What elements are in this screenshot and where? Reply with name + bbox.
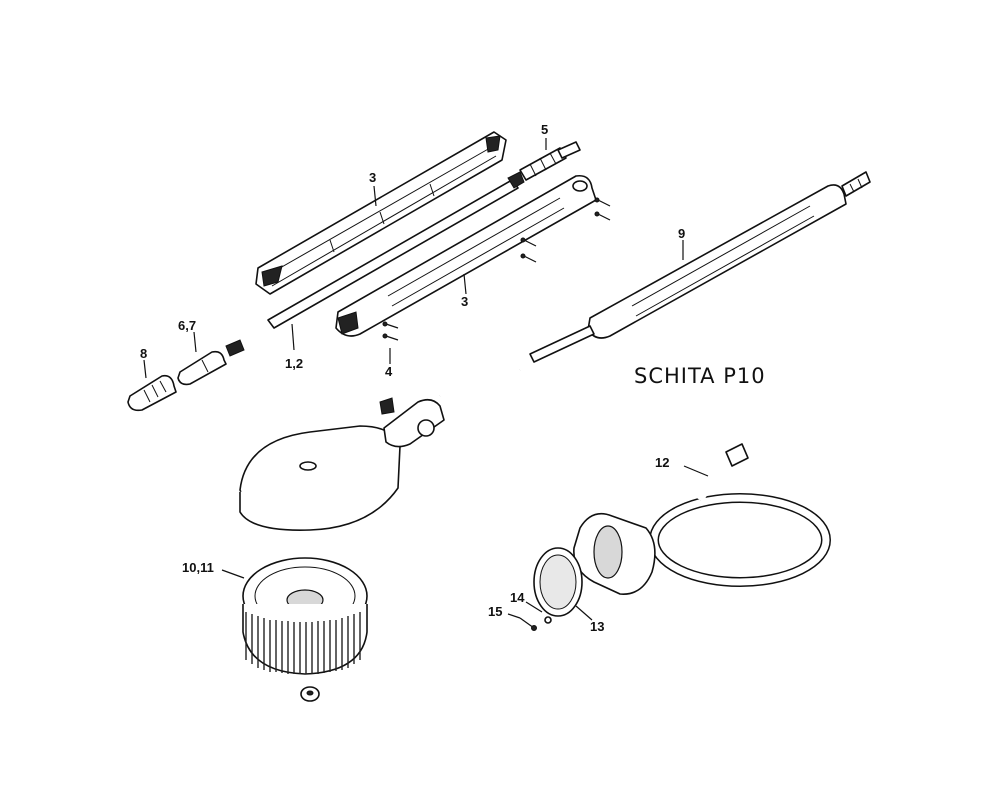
callout-3-lower: 3 <box>461 294 468 309</box>
part-housing-half-upper <box>255 131 507 295</box>
callout-14: 14 <box>510 590 525 605</box>
part-nozzle-cap <box>127 374 177 412</box>
part-washer-screw <box>519 616 552 631</box>
callout-3-upper: 3 <box>369 170 376 185</box>
callout-5: 5 <box>541 122 548 137</box>
part-coiled-hose <box>649 443 831 587</box>
diagram-title: SCHITA P10 <box>634 364 766 388</box>
part-inner-tube <box>267 171 525 329</box>
callout-1-2: 1,2 <box>285 356 303 371</box>
part-lance <box>587 171 871 339</box>
part-screws <box>382 197 611 341</box>
callout-4: 4 <box>385 364 393 379</box>
callout-8: 8 <box>140 346 147 361</box>
part-filter-housing <box>533 512 656 617</box>
part-rotary-brush-head <box>239 397 445 531</box>
part-connector <box>519 141 581 181</box>
leader-lines <box>143 138 709 621</box>
callout-9: 9 <box>678 226 685 241</box>
part-brush-ring <box>242 557 368 702</box>
part-nozzle <box>177 339 245 386</box>
callout-13: 13 <box>590 619 604 634</box>
part-brush-hose <box>439 325 595 398</box>
callout-12: 12 <box>655 455 669 470</box>
callout-10-11: 10,11 <box>182 560 214 575</box>
callout-6-7: 6,7 <box>178 318 196 333</box>
callout-15: 15 <box>488 604 502 619</box>
callout-labels: 3 5 9 3 6,7 8 1,2 4 12 10,11 14 15 13 <box>140 122 685 634</box>
